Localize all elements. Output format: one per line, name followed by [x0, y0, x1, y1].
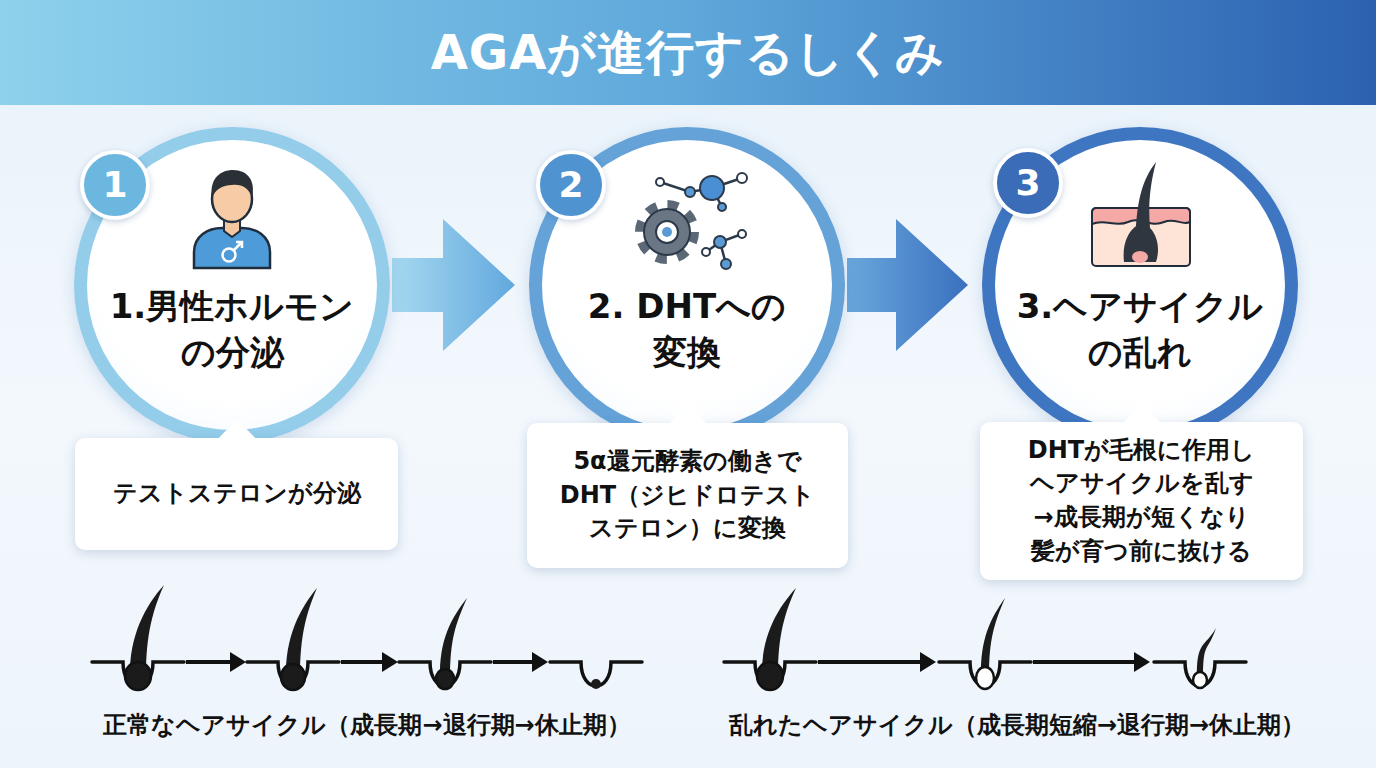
bubble-text: DHTが毛根に作用し ヘアサイクルを乱す →成長期が短くなり 髪が育つ前に抜ける — [1024, 434, 1260, 568]
person-icon — [194, 170, 270, 268]
skin-layer — [1092, 208, 1190, 266]
cycle-arrow — [493, 652, 548, 672]
arrow-shaft — [341, 660, 384, 664]
person-hair — [212, 170, 253, 198]
hair-follicle — [247, 588, 339, 690]
person-head — [212, 176, 252, 222]
hair-follicle — [1154, 628, 1246, 688]
hair-shaft — [130, 585, 164, 676]
hair-follicle — [724, 588, 816, 690]
molecule-bonds — [660, 178, 742, 264]
callout-number: 2 — [558, 167, 583, 203]
molecule-atom — [737, 173, 747, 183]
cycle-caption: 正常なヘアサイクル（成長期→退行期→休止期） — [103, 709, 630, 741]
molecule-atom — [656, 178, 664, 186]
hair-bulb — [976, 667, 994, 689]
cycle-arrow — [341, 652, 398, 672]
male-symbol — [234, 242, 242, 250]
molecule-atom — [721, 259, 731, 269]
speech-bubble: テストステロンが分泌 — [75, 438, 398, 550]
hair-shaft — [762, 588, 796, 676]
skin-line — [92, 662, 184, 686]
cycle-caption: 乱れたヘアサイクル（成長期短縮→退行期→休止期） — [729, 709, 1305, 741]
arrow-head — [532, 652, 548, 672]
person-body — [194, 228, 270, 268]
callout-number: 1 — [102, 167, 127, 203]
skin-line — [247, 662, 339, 686]
hair-shaft — [981, 598, 1005, 678]
gear-center — [662, 227, 672, 237]
speech-bubble: 5α還元酵素の働きで DHT（ジヒドロテスト ステロン）に変換 — [527, 423, 848, 568]
hair-bulb — [281, 664, 305, 690]
hair-follicle — [399, 598, 491, 689]
flow-arrow — [847, 219, 968, 351]
arrow-head — [920, 652, 936, 672]
molecule-atom — [714, 236, 726, 248]
title-text: AGAが進行するしくみ — [0, 0, 1376, 105]
molecule-atom — [718, 203, 726, 211]
arrow-shaft — [1033, 660, 1136, 664]
step-circle: 2. DHTへの 変換 2 — [529, 127, 845, 443]
step-title: 3.ヘアサイクル の乱れ — [1005, 284, 1275, 376]
hair-remnant — [591, 679, 601, 689]
skin-line — [550, 662, 642, 686]
gear-molecule-icon — [640, 173, 747, 269]
hair-follicle — [550, 662, 642, 689]
gear-body — [644, 209, 690, 255]
molecule-atom — [700, 176, 724, 200]
step-badge: 3 — [993, 148, 1063, 218]
hair-shape — [1124, 162, 1158, 262]
gear-hole — [656, 221, 678, 243]
skin-line — [724, 662, 816, 686]
gear-teeth — [640, 205, 694, 259]
male-symbol — [223, 249, 236, 262]
hair-bulb — [125, 662, 151, 690]
skin-line — [1154, 662, 1246, 686]
molecule-atom — [738, 230, 746, 238]
cycle-arrow — [1033, 652, 1150, 672]
hair-bulb — [757, 662, 783, 690]
bubble-text: 5α還元酵素の働きで DHT（ジヒドロテスト ステロン）に変換 — [548, 445, 828, 546]
hair-follicle — [939, 598, 1031, 689]
callout-number: 3 — [1015, 165, 1040, 201]
step-badge: 2 — [536, 150, 606, 220]
step-circle: 3.ヘアサイクル の乱れ 3 — [982, 127, 1298, 443]
step-circle: 1.男性ホルモン の分泌 1 — [74, 127, 390, 443]
hair-bulb — [1193, 672, 1207, 688]
flow-arrow — [392, 219, 515, 351]
hair-shaft — [440, 598, 467, 679]
cycle-arrow — [818, 652, 936, 672]
skin-line — [399, 662, 491, 686]
speech-bubble: DHTが毛根に作用し ヘアサイクルを乱す →成長期が短くなり 髪が育つ前に抜ける — [980, 422, 1303, 580]
follicle-icon — [1092, 162, 1190, 266]
hair-follicle — [92, 585, 184, 690]
arrow-head — [382, 652, 398, 672]
molecule-atom — [685, 187, 695, 197]
hair-papilla — [1132, 251, 1148, 263]
step-title: 2. DHTへの 変換 — [572, 284, 802, 376]
arrow-shaft — [186, 660, 232, 664]
bubble-text: テストステロンが分泌 — [87, 477, 387, 511]
person-neck — [224, 220, 240, 237]
arrow-shaft — [818, 660, 922, 664]
arrow-shaft — [493, 660, 534, 664]
hair-shaft — [1197, 628, 1216, 680]
step-title: 1.男性ホルモン の分泌 — [86, 284, 378, 376]
molecule-atom — [702, 248, 710, 256]
cycle-arrow — [186, 652, 246, 672]
hair-bulb — [436, 669, 454, 689]
step-badge: 1 — [80, 150, 150, 220]
arrow-head — [230, 652, 246, 672]
arrow-head — [1134, 652, 1150, 672]
skin-line — [939, 662, 1031, 686]
hair-shaft — [286, 588, 317, 677]
skin-surface — [1092, 208, 1190, 224]
